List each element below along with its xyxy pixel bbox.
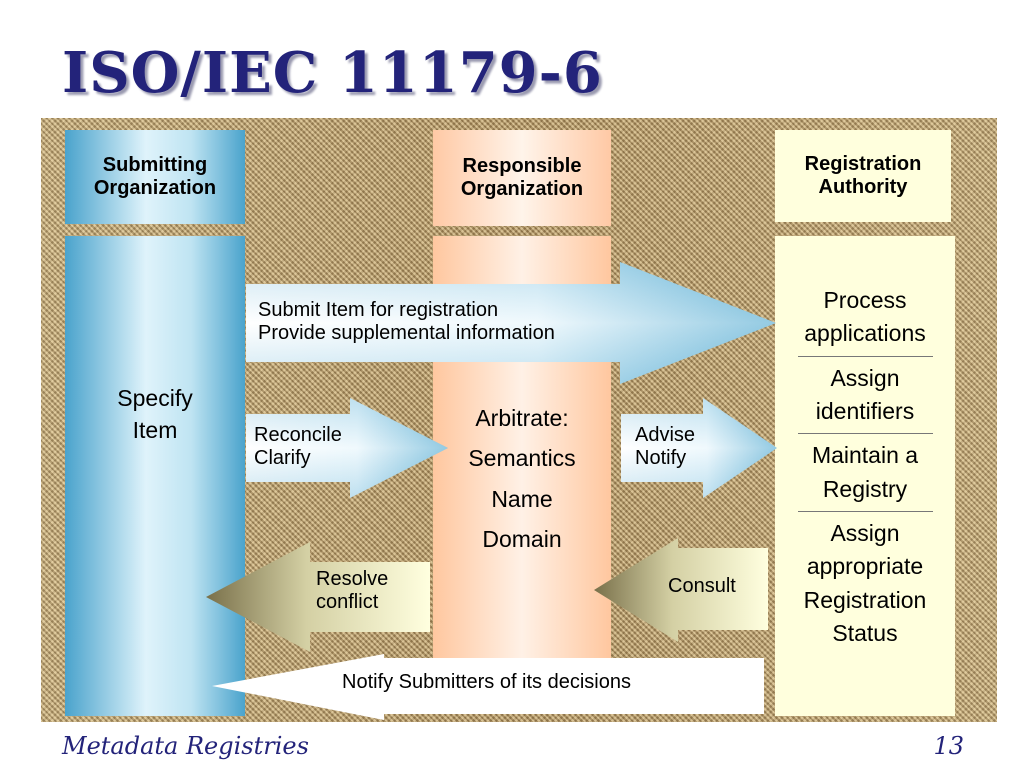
divider [797, 433, 933, 435]
header-submitting-organization: Submitting Organization [65, 130, 245, 224]
footer-title: Metadata Registries [62, 732, 309, 760]
resolve-arrow-label: Resolve conflict [316, 568, 389, 613]
submitting-organization-column: Specify Item [65, 236, 245, 716]
submit-arrow [246, 262, 776, 384]
reconcile-arrow [246, 398, 448, 498]
assign-status-text: Assign appropriate Registration Status [803, 520, 927, 647]
specify-item-text: Specify Item [117, 385, 193, 444]
process-applications-text: Process applications [804, 287, 926, 347]
resolve-arrow [206, 542, 430, 652]
consult-arrow-label: Consult [668, 575, 736, 597]
header-responsible-organization: Responsible Organization [433, 130, 611, 226]
consult-arrow [594, 538, 768, 642]
header-registration-authority: Registration Authority [775, 130, 951, 222]
assign-identifiers-text: Assign identifiers [815, 364, 915, 425]
divider [797, 511, 933, 513]
submit-arrow-label: Submit Item for registration Provide sup… [258, 299, 555, 344]
registration-authority-column: Process applications Assign identifiers … [775, 236, 955, 716]
notify-arrow [212, 654, 764, 720]
advise-arrow-label: Advise Notify [635, 424, 696, 469]
slide-title: ISO/IEC 11179-6 [62, 40, 603, 106]
reconcile-arrow-label: Reconcile Clarify [254, 424, 342, 469]
page-number: 13 [933, 732, 964, 760]
notify-arrow-label: Notify Submitters of its decisions [342, 671, 631, 693]
advise-arrow [621, 398, 777, 498]
arbitrate-text: Arbitrate: Semantics Name Domain [468, 405, 576, 552]
divider [797, 355, 933, 357]
maintain-registry-text: Maintain a Registry [811, 442, 919, 502]
